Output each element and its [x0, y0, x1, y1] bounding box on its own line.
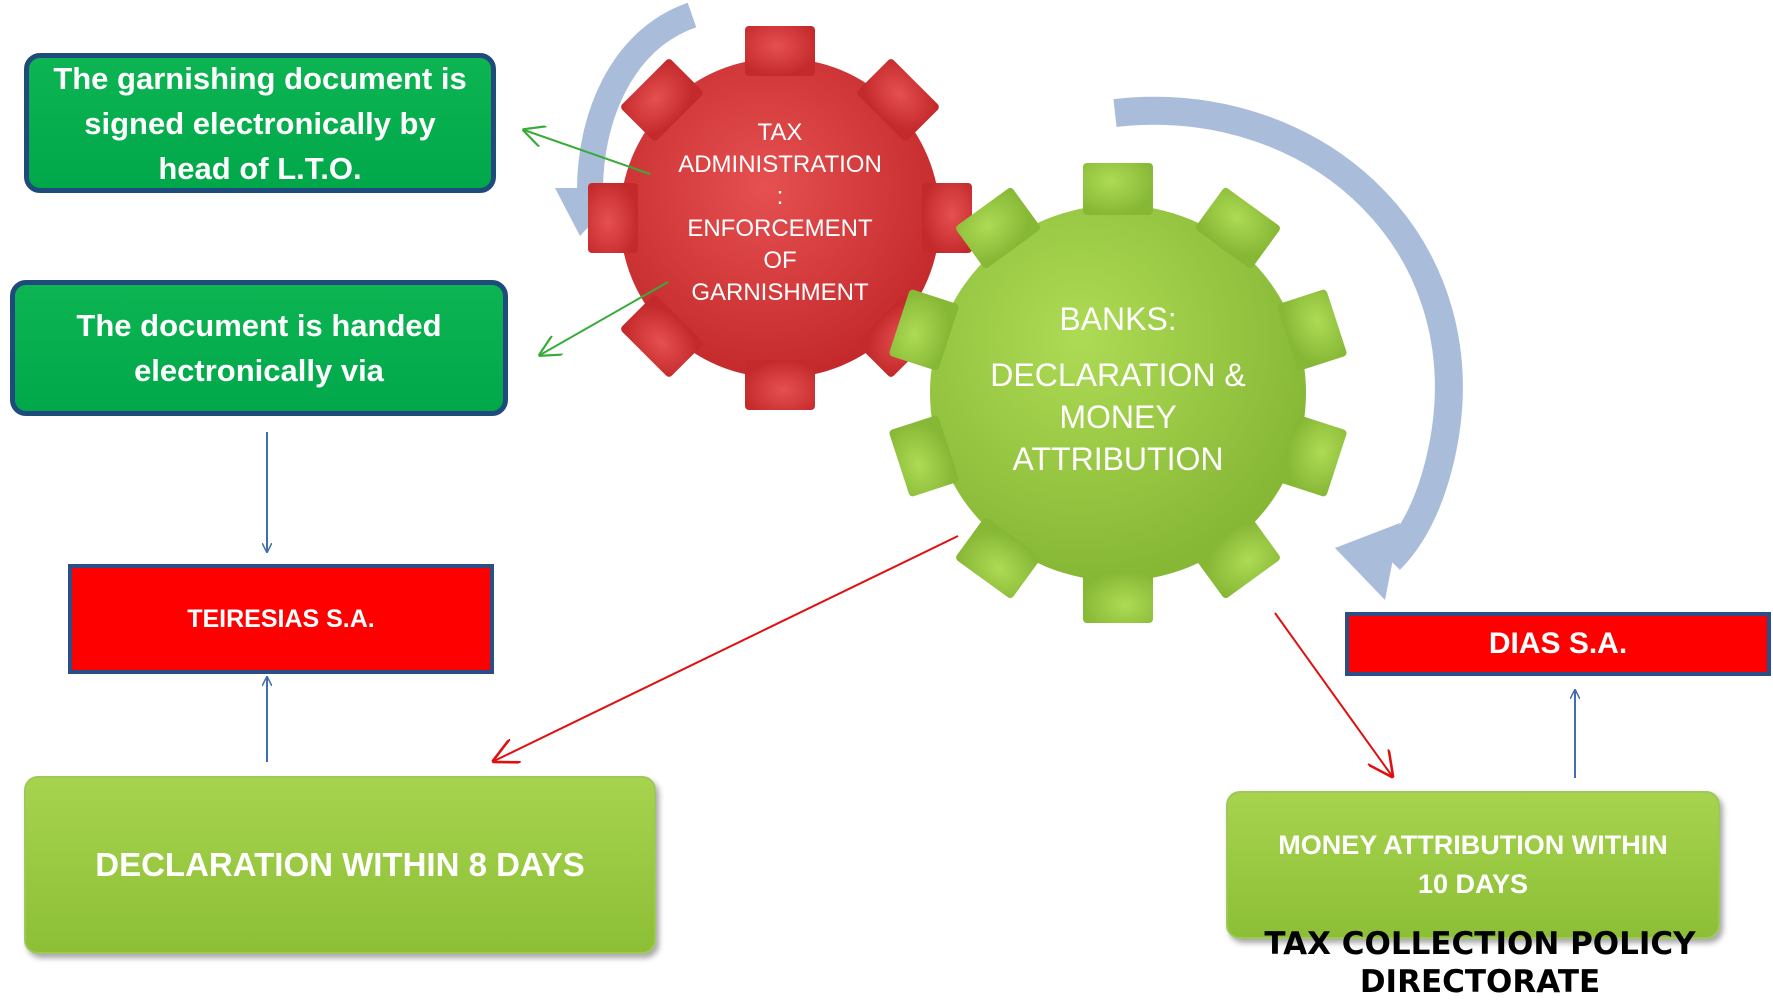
footer-line-2: DIRECTORATE [1359, 964, 1601, 1000]
tax-gear-line-3: : [776, 183, 784, 210]
banks-gear-label: BANKS: DECLARATION & MONEY ATTRIBUTION [968, 298, 1268, 480]
handed-electronically-box: The document is handed electronically vi… [10, 280, 508, 416]
money-attribution-line-1: MONEY ATTRIBUTION WITHIN [1278, 830, 1668, 860]
handed-electronically-text: The document is handed electronically vi… [76, 308, 442, 388]
circular-arrow-right [1113, 96, 1463, 570]
teiresias-label: TEIRESIAS S.A. [187, 604, 375, 633]
dias-box: DIAS S.A. [1345, 612, 1771, 676]
arrow-banks-to-money [1274, 612, 1392, 776]
declaration-label: DECLARATION WITHIN 8 DAYS [95, 846, 585, 883]
tax-administration-gear [588, 26, 972, 410]
tax-gear-line-2: ADMINISTRATION [678, 151, 882, 178]
arrow-banks-to-declaration [494, 535, 959, 761]
banks-gear-line-1: BANKS: [1059, 301, 1177, 337]
directorate-footer: TAX COLLECTION POLICY DIRECTORATE [1220, 925, 1740, 1001]
arrow-gear-to-handed-box [540, 281, 669, 355]
arrow-gear-to-signed-box [524, 130, 651, 175]
tax-gear-label: TAX ADMINISTRATION : ENFORCEMENT OF GARN… [650, 117, 910, 309]
tax-gear-line-4: ENFORCEMENT [687, 215, 873, 242]
signed-document-text: The garnishing document is signed electr… [53, 60, 467, 186]
money-attribution-line-2: 10 DAYS [1417, 869, 1529, 899]
tax-gear-line-6: GARNISHMENT [691, 279, 869, 306]
circular-arrow-left [577, 2, 697, 191]
signed-document-box: The garnishing document is signed electr… [24, 53, 496, 193]
banks-gear-line-4: ATTRIBUTION [1012, 441, 1224, 477]
banks-gear-line-2: DECLARATION & [990, 357, 1246, 393]
banks-gear [889, 163, 1347, 623]
teiresias-box: TEIRESIAS S.A. [68, 564, 494, 674]
banks-gear-line-3: MONEY [1059, 399, 1177, 435]
declaration-box: DECLARATION WITHIN 8 DAYS [24, 776, 656, 954]
money-attribution-box: MONEY ATTRIBUTION WITHIN 10 DAYS [1226, 791, 1720, 939]
tax-gear-line-5: OF [763, 247, 797, 274]
tax-gear-line-1: TAX [757, 119, 803, 146]
footer-line-1: TAX COLLECTION POLICY [1264, 926, 1696, 962]
dias-label: DIAS S.A. [1488, 627, 1628, 660]
circular-arrow-right-head [1335, 523, 1400, 600]
